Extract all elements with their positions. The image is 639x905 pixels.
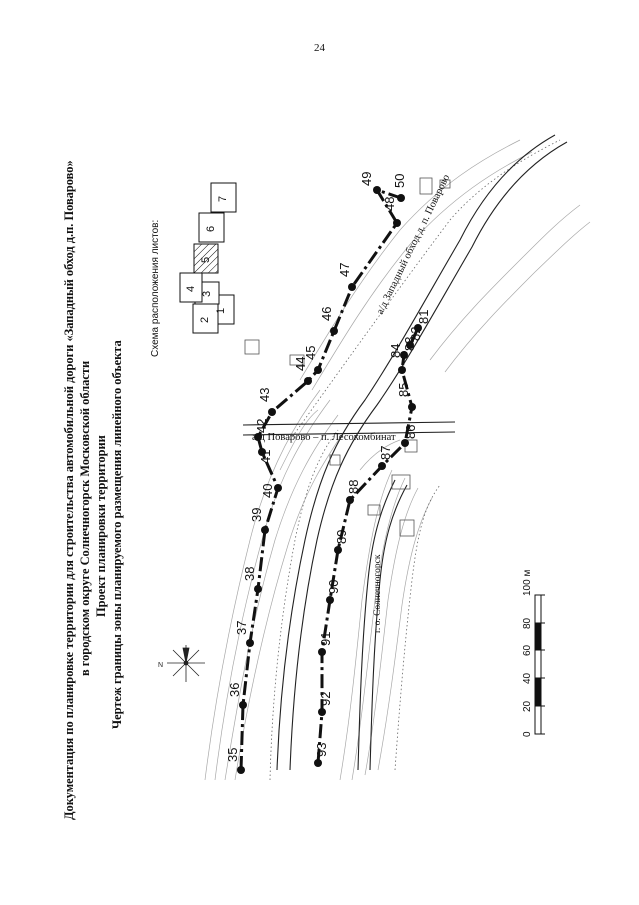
boundary-dotted-lines [269, 139, 561, 781]
boundary-point-label: 81 [416, 310, 431, 324]
povarovo-road-label: а/д Поварово – п. Лесокомбинат [252, 432, 396, 443]
boundary-point-marker [254, 433, 262, 441]
boundary-point-label: 89 [334, 530, 349, 544]
boundary-point-marker [400, 351, 408, 359]
scale-bar: 0 20 40 60 80 100 м [522, 570, 545, 737]
boundary-point-marker [406, 341, 414, 349]
page-number: 24 [314, 42, 325, 54]
boundary-point-label: 43 [257, 388, 272, 402]
boundary-polyline [239, 187, 402, 771]
scale-tick-label: 0 [522, 731, 533, 737]
scale-tick-label: 40 [522, 672, 533, 684]
boundary-point-label: 40 [260, 484, 275, 498]
boundary-point-marker [408, 403, 416, 411]
boundary-point-label: 42 [254, 419, 269, 433]
scale-tick-label: 20 [522, 700, 533, 712]
boundary-point-label: 90 [326, 580, 341, 594]
boundary-point-label: 49 [359, 172, 374, 186]
boundary-point-label: 92 [318, 692, 333, 706]
sheet-number: 6 [205, 226, 217, 232]
compass-rose-icon: N [158, 645, 205, 682]
sheet-number: 3 [201, 291, 213, 297]
bypass-road-label: а/д Западный обход д. п. Поварово [375, 173, 452, 316]
boundary-point-marker [268, 408, 276, 416]
scale-tick-label: 60 [522, 644, 533, 656]
boundary-point-marker [237, 766, 245, 774]
boundary-point-marker [330, 327, 338, 335]
boundary-point-label: 86 [403, 425, 418, 439]
boundary-point-marker [258, 448, 266, 456]
boundary-point-label: 39 [249, 508, 264, 522]
sheet-scheme [179, 182, 237, 334]
boundary-point-label: 93 [314, 743, 329, 757]
sheet-number: 4 [185, 286, 197, 292]
boundary-point-label: 46 [319, 307, 334, 321]
sheet-number: 7 [217, 196, 229, 202]
scale-tick-label: 80 [522, 617, 533, 629]
buildings [244, 177, 451, 537]
bypass-road [276, 134, 568, 771]
boundary-point-marker [304, 377, 312, 385]
sheet-number: 2 [199, 317, 211, 323]
boundary-point-marker [318, 708, 326, 716]
boundary-point-marker [254, 585, 262, 593]
boundary-point-marker [246, 639, 254, 647]
sheet-number: 5 [200, 257, 212, 263]
boundary-point-label: 38 [242, 567, 257, 581]
povarovo-road [242, 421, 456, 436]
svg-text:N: N [158, 662, 163, 669]
boundary-point-marker [274, 484, 282, 492]
boundary-point-label: 84 [388, 344, 403, 358]
boundary-point-marker [378, 462, 386, 470]
boundary-point-label: 91 [318, 632, 333, 646]
boundary-point-marker [414, 324, 422, 332]
boundary-point-label: 44 [293, 357, 308, 371]
boundary-point-marker [393, 219, 401, 227]
boundary-point-marker [373, 186, 381, 194]
boundary-point-label: 35 [225, 748, 240, 762]
boundary-point-label: 88 [346, 480, 361, 494]
boundary-point-marker [314, 759, 322, 767]
solnechnogorsk-label: г. о. Солнечногорск [373, 554, 383, 633]
scale-tick-label: 100 м [522, 570, 533, 596]
boundary-point-label: 47 [337, 263, 352, 277]
boundary-point-label: 41 [258, 450, 273, 464]
sheet-scheme-numbers: 1 2 3 4 5 6 7 [185, 196, 229, 323]
boundary-point-label: 87 [378, 446, 393, 460]
boundary-point-marker [334, 546, 342, 554]
boundary-point-label: 37 [234, 621, 249, 635]
boundary-line-east: 93929190898887868584838281 [314, 310, 431, 767]
boundary-point-marker [348, 283, 356, 291]
boundary-point-label: 36 [227, 683, 242, 697]
boundary-point-label: 85 [396, 383, 411, 397]
boundary-point-marker [239, 701, 247, 709]
boundary-point-marker [314, 366, 322, 374]
boundary-point-label: 45 [303, 346, 318, 360]
boundary-point-marker [401, 439, 409, 447]
boundary-point-marker [261, 526, 269, 534]
boundary-point-label: 48 [382, 197, 397, 211]
boundary-point-marker [346, 496, 354, 504]
boundary-point-label: 50 [392, 174, 407, 188]
boundary-point-marker [318, 648, 326, 656]
boundary-point-marker [398, 366, 406, 374]
boundary-point-marker [326, 596, 334, 604]
boundary-point-marker [397, 194, 405, 202]
sheet-number: 1 [215, 308, 227, 314]
